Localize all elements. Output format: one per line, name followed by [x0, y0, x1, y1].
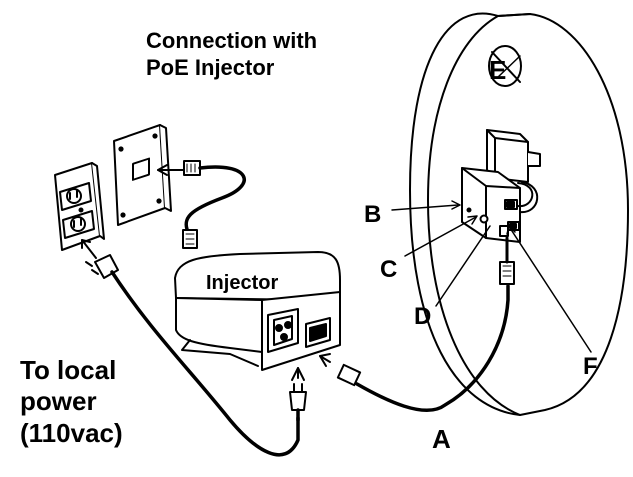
callout-b: B [364, 201, 382, 228]
callout-e: E [489, 55, 507, 85]
injector-label: Injector [206, 272, 279, 294]
power-cord [81, 239, 307, 457]
power-note-line2: power [20, 386, 97, 416]
item-e-opening [488, 45, 522, 87]
callout-leaders [391, 200, 592, 353]
power-note-line3: (110vac) [20, 418, 123, 448]
wall-outlet [54, 162, 105, 251]
ethernet-cable-a [319, 236, 515, 413]
diagram-title-line2: PoE Injector [146, 55, 275, 80]
ethernet-cable-wall [157, 160, 246, 249]
callout-d: D [414, 303, 432, 330]
callout-c: C [380, 256, 398, 283]
device-unit [461, 129, 541, 243]
poe-injector [174, 251, 341, 371]
callout-f: F [583, 353, 598, 380]
callout-a: A [432, 424, 451, 454]
power-note-line1: To local [20, 355, 117, 385]
wall-network-plate [113, 124, 172, 226]
diagram-title-line1: Connection with [146, 28, 318, 53]
